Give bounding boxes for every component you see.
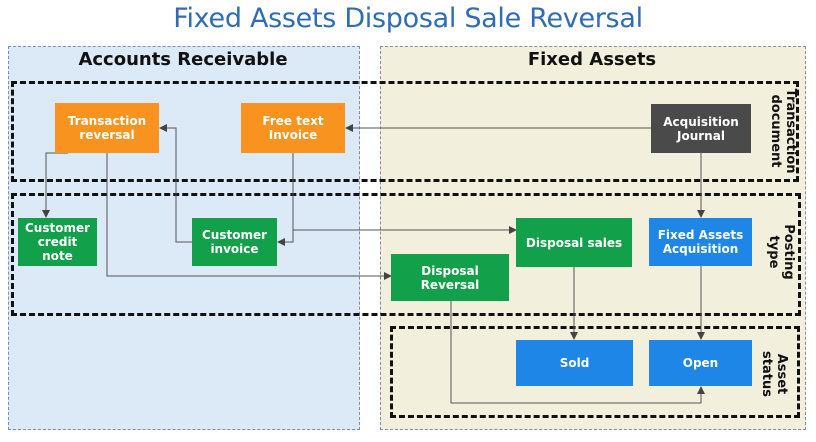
transaction-document-label: Transaction document [768, 88, 798, 174]
disposal-reversal-node: Disposal Reversal [391, 254, 509, 301]
transaction-reversal-node: Transaction reversal [55, 103, 159, 153]
accounts-receivable-title: Accounts Receivable [78, 49, 288, 70]
customer-invoice-node: Customer invoice [192, 218, 277, 266]
disposal-sales-node: Disposal sales [516, 218, 632, 267]
customer-credit-note-node: Customer credit note [18, 218, 97, 266]
posting-type-band [11, 193, 801, 316]
transaction-document-band [11, 81, 799, 182]
fixed-assets-title: Fixed Assets [527, 49, 657, 70]
open-node: Open [649, 340, 752, 386]
sold-node: Sold [516, 340, 633, 386]
fixed-assets-acquisition-node: Fixed Assets Acquisition [649, 218, 752, 266]
posting-type-label: Posting type [766, 224, 796, 280]
acquisition-journal-node: Acquisition Journal [651, 104, 751, 153]
asset-status-label: Asset status [759, 351, 789, 397]
page-title: Fixed Assets Disposal Sale Reversal [173, 3, 643, 34]
free-text-invoice-node: Free text Invoice [241, 103, 345, 153]
